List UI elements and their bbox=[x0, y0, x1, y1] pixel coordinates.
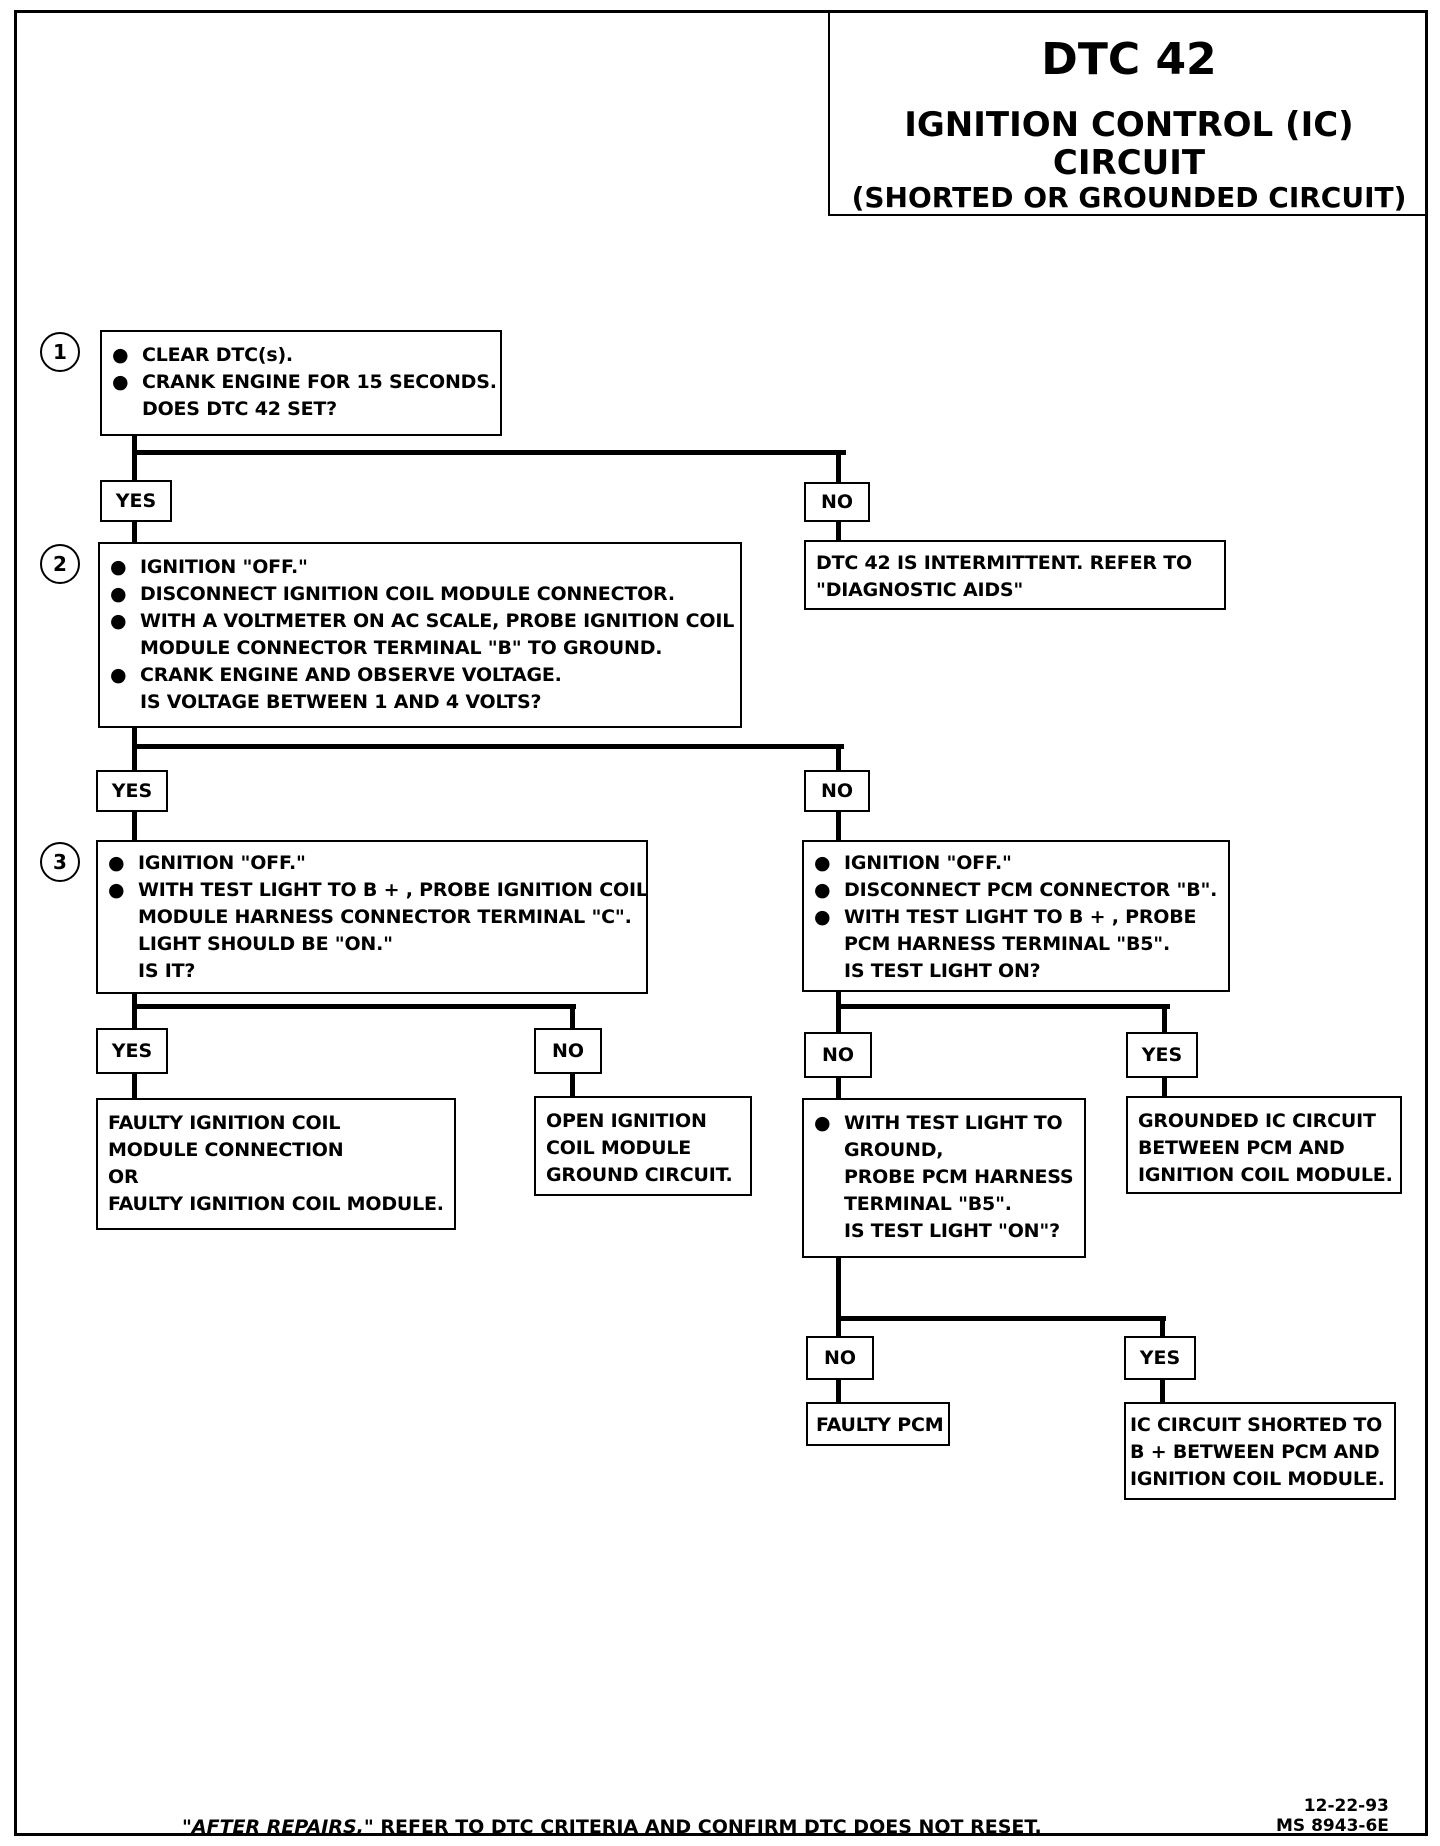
connector-line bbox=[132, 1004, 576, 1009]
faulty-pcm-result-box: FAULTY PCM bbox=[806, 1402, 950, 1446]
connector-line bbox=[836, 744, 841, 772]
footer-doc-code: 12-22-93 MS 8943-6E bbox=[1276, 1796, 1389, 1836]
step-1-box: ●CLEAR DTC(s). ●CRANK ENGINE FOR 15 SECO… bbox=[100, 330, 502, 436]
step-1-marker: 1 bbox=[40, 332, 80, 372]
step-2-box: ●IGNITION "OFF." ●DISCONNECT IGNITION CO… bbox=[98, 542, 742, 728]
footer-note: "AFTER REPAIRS," REFER TO DTC CRITERIA A… bbox=[182, 1816, 1042, 1838]
step-2-marker: 2 bbox=[40, 544, 80, 584]
connector-line bbox=[132, 450, 846, 455]
connector-line bbox=[1160, 1316, 1165, 1338]
bullet-continuation: LIGHT SHOULD BE "ON." bbox=[138, 933, 393, 955]
bullet-item: ●CRANK ENGINE AND OBSERVE VOLTAGE. bbox=[110, 664, 562, 686]
bullet-continuation: TERMINAL "B5". bbox=[844, 1193, 1012, 1215]
step-3-box: ●IGNITION "OFF." ●WITH TEST LIGHT TO B +… bbox=[96, 840, 648, 994]
connector-line bbox=[1162, 1004, 1167, 1032]
yes-label: YES bbox=[100, 480, 172, 522]
bullet-item: ●WITH TEST LIGHT TO bbox=[814, 1112, 1063, 1134]
bullet-continuation: PCM HARNESS TERMINAL "B5". bbox=[844, 933, 1171, 955]
no-label: NO bbox=[804, 482, 870, 522]
bullet-continuation: PROBE PCM HARNESS bbox=[844, 1166, 1074, 1188]
open-ground-result-box: OPEN IGNITION COIL MODULE GROUND CIRCUIT… bbox=[534, 1096, 752, 1196]
question-text: IS TEST LIGHT "ON"? bbox=[844, 1220, 1060, 1242]
bullet-item: ●IGNITION "OFF." bbox=[814, 852, 1012, 874]
question-text: IS IT? bbox=[138, 960, 196, 982]
title-code: DTC 42 bbox=[1041, 34, 1217, 85]
yes-label: YES bbox=[96, 1028, 168, 1074]
bullet-item: ●WITH TEST LIGHT TO B + , PROBE IGNITION… bbox=[108, 879, 648, 901]
bullet-item: ●CLEAR DTC(s). bbox=[112, 344, 293, 366]
connector-line bbox=[836, 520, 841, 542]
bullet-continuation: MODULE HARNESS CONNECTOR TERMINAL "C". bbox=[138, 906, 632, 928]
connector-line bbox=[1162, 1076, 1167, 1100]
bullet-continuation: GROUND, bbox=[844, 1139, 944, 1161]
no-label: NO bbox=[804, 770, 870, 812]
faulty-module-result-box: FAULTY IGNITION COIL MODULE CONNECTION O… bbox=[96, 1098, 456, 1230]
bullet-item: ●WITH A VOLTMETER ON AC SCALE, PROBE IGN… bbox=[110, 610, 735, 632]
connector-line bbox=[836, 990, 841, 1032]
connector-line bbox=[132, 810, 137, 844]
bullet-item: ●IGNITION "OFF." bbox=[110, 556, 308, 578]
no-label: NO bbox=[804, 1032, 872, 1078]
title-line-2: (SHORTED OR GROUNDED CIRCUIT) bbox=[851, 181, 1407, 214]
connector-line bbox=[132, 520, 137, 544]
yes-label: YES bbox=[96, 770, 168, 812]
connector-line bbox=[570, 1074, 575, 1098]
connector-line bbox=[836, 1256, 841, 1338]
footer-date: 12-22-93 bbox=[1303, 1796, 1389, 1816]
connector-line bbox=[836, 810, 841, 844]
step-3-marker: 3 bbox=[40, 842, 80, 882]
title-line-1: IGNITION CONTROL (IC) CIRCUIT bbox=[904, 105, 1354, 183]
yes-label: YES bbox=[1124, 1336, 1196, 1380]
footer-doc-number: MS 8943-6E bbox=[1276, 1816, 1389, 1836]
bullet-item: ●DISCONNECT IGNITION COIL MODULE CONNECT… bbox=[110, 583, 675, 605]
intermittent-result-box: DTC 42 IS INTERMITTENT. REFER TO "DIAGNO… bbox=[804, 540, 1226, 610]
grounded-ic-result-box: GROUNDED IC CIRCUIT BETWEEN PCM AND IGNI… bbox=[1126, 1096, 1402, 1194]
bullet-item: ●WITH TEST LIGHT TO B + , PROBE bbox=[814, 906, 1197, 928]
connector-line bbox=[836, 1076, 841, 1100]
bullet-item: ●DISCONNECT PCM CONNECTOR "B". bbox=[814, 879, 1218, 901]
no-label: NO bbox=[806, 1336, 874, 1380]
ground-test-box: ●WITH TEST LIGHT TO GROUND, PROBE PCM HA… bbox=[802, 1098, 1086, 1258]
connector-line bbox=[132, 744, 844, 749]
question-text: IS VOLTAGE BETWEEN 1 AND 4 VOLTS? bbox=[140, 691, 542, 713]
no-label: NO bbox=[534, 1028, 602, 1074]
yes-label: YES bbox=[1126, 1032, 1198, 1078]
question-text: IS TEST LIGHT ON? bbox=[844, 960, 1041, 982]
page-frame bbox=[14, 10, 1428, 1836]
bullet-item: ●CRANK ENGINE FOR 15 SECONDS. bbox=[112, 371, 497, 393]
connector-line bbox=[132, 1072, 137, 1098]
connector-line bbox=[836, 1316, 1166, 1321]
bullet-item: ●IGNITION "OFF." bbox=[108, 852, 306, 874]
connector-line bbox=[132, 434, 137, 482]
title-block: DTC 42 IGNITION CONTROL (IC) CIRCUIT (SH… bbox=[828, 10, 1428, 216]
connector-line bbox=[836, 450, 841, 484]
question-text: DOES DTC 42 SET? bbox=[142, 398, 337, 420]
connector-line bbox=[836, 1378, 841, 1404]
connector-line bbox=[132, 992, 137, 1028]
connector-line bbox=[1160, 1378, 1165, 1404]
connector-line bbox=[836, 1004, 1170, 1009]
connector-line bbox=[570, 1004, 575, 1028]
bullet-continuation: MODULE CONNECTOR TERMINAL "B" TO GROUND. bbox=[140, 637, 663, 659]
pcm-test-box: ●IGNITION "OFF." ●DISCONNECT PCM CONNECT… bbox=[802, 840, 1230, 992]
shorted-ic-result-box: IC CIRCUIT SHORTED TO B + BETWEEN PCM AN… bbox=[1124, 1402, 1396, 1500]
